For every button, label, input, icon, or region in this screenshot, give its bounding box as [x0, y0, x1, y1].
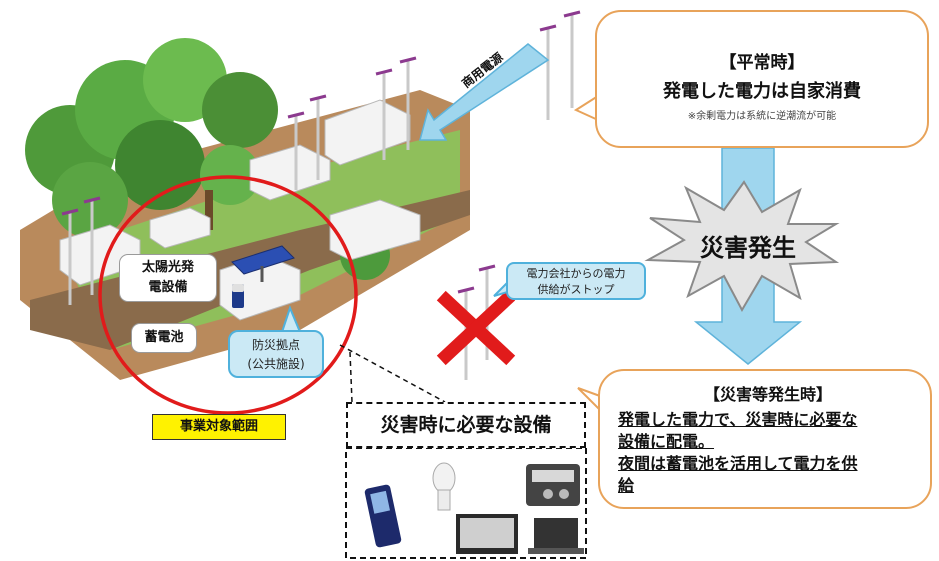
needed-equipment-title: 災害時に必要な設備: [346, 402, 586, 448]
solar-equipment-label: 太陽光発 電設備: [120, 255, 216, 301]
laptop-icon: [528, 518, 584, 554]
normal-time-title: 【平常時】: [719, 53, 805, 73]
houses: [59, 99, 421, 321]
power-stop-label: 電力会社からの電力 供給がストップ: [506, 262, 646, 300]
solar-line-2: 電設備: [148, 280, 188, 295]
disaster-time-bubble: 【災害等発生時】 発電した電力で、災害時に必要な 設備に配電。 夜間は蓄電池を活…: [598, 369, 932, 509]
radio-icon: [526, 464, 580, 506]
power-stop-line-2: 供給がストップ: [537, 283, 615, 296]
disaster-line-1: 発電した電力で、災害時に必要な: [618, 410, 858, 429]
disaster-base-label: 防災拠点 (公共施設): [228, 330, 324, 378]
commercial-power-arrow: [419, 43, 550, 141]
mobile-phone-icon: [364, 484, 402, 548]
disaster-event-label: 災害発生: [700, 234, 796, 262]
equipment-box: [345, 447, 587, 559]
disaster-line-2: 設備に配電。: [618, 432, 715, 451]
normal-time-bubble: 【平常時】 発電した電力は自家消費 ※余剰電力は系統に逆潮流が可能: [595, 10, 929, 148]
disaster-base-line-2: (公共施設): [247, 357, 305, 371]
project-scope-circle: [98, 175, 358, 415]
stop-cross-icon: [436, 290, 516, 366]
battery-label: 蓄電池: [132, 324, 196, 352]
disaster-line-4: 給: [618, 476, 635, 495]
disaster-burst: [644, 180, 840, 313]
disaster-line-3: 夜間は蓄電池を活用して電力を供: [618, 454, 858, 473]
solar-line-1: 太陽光発: [141, 260, 194, 275]
disaster-time-title: 【災害等発生時】: [703, 385, 832, 404]
normal-time-note: ※余剰電力は系統に逆潮流が可能: [687, 111, 837, 122]
normal-time-line: 発電した電力は自家消費: [663, 81, 861, 102]
disaster-base-line-1: 防災拠点: [251, 338, 300, 352]
light-bulb-icon: [432, 462, 456, 511]
project-scope-label: 事業対象範囲: [152, 414, 286, 440]
battery-icon: [232, 284, 244, 308]
solar-panel-icon: [231, 245, 295, 282]
power-stop-line-1: 電力会社からの電力: [526, 267, 626, 280]
television-icon: [456, 514, 518, 554]
